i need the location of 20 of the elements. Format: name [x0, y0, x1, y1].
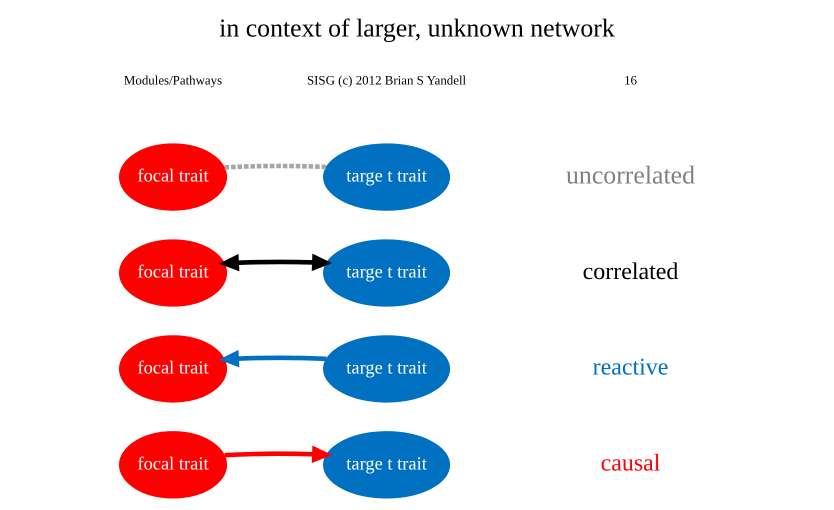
node-ellipse: targe t trait	[323, 239, 450, 307]
diagram-title: in context of larger, unknown network	[219, 13, 615, 42]
label: 16	[624, 72, 637, 88]
label: correlated	[582, 258, 678, 285]
node-ellipse: focal trait	[118, 431, 228, 498]
label: Modules/Pathways	[124, 72, 222, 88]
label: causal	[600, 450, 660, 477]
node-ellipse: focal trait	[118, 335, 228, 403]
arrow	[218, 254, 332, 272]
arrow	[224, 445, 332, 463]
label: reactive	[592, 354, 668, 381]
arrow	[218, 350, 326, 368]
node-ellipse: targe t trait	[323, 431, 450, 498]
node-ellipse: focal trait	[118, 143, 228, 211]
connector	[224, 164, 326, 170]
node-ellipse: targe t trait	[323, 335, 450, 403]
label: SISG (c) 2012 Brian S Yandell	[306, 72, 466, 88]
node-ellipse: focal trait	[118, 239, 228, 307]
node-ellipse: targe t trait	[323, 143, 450, 211]
label: uncorrelated	[566, 160, 696, 190]
